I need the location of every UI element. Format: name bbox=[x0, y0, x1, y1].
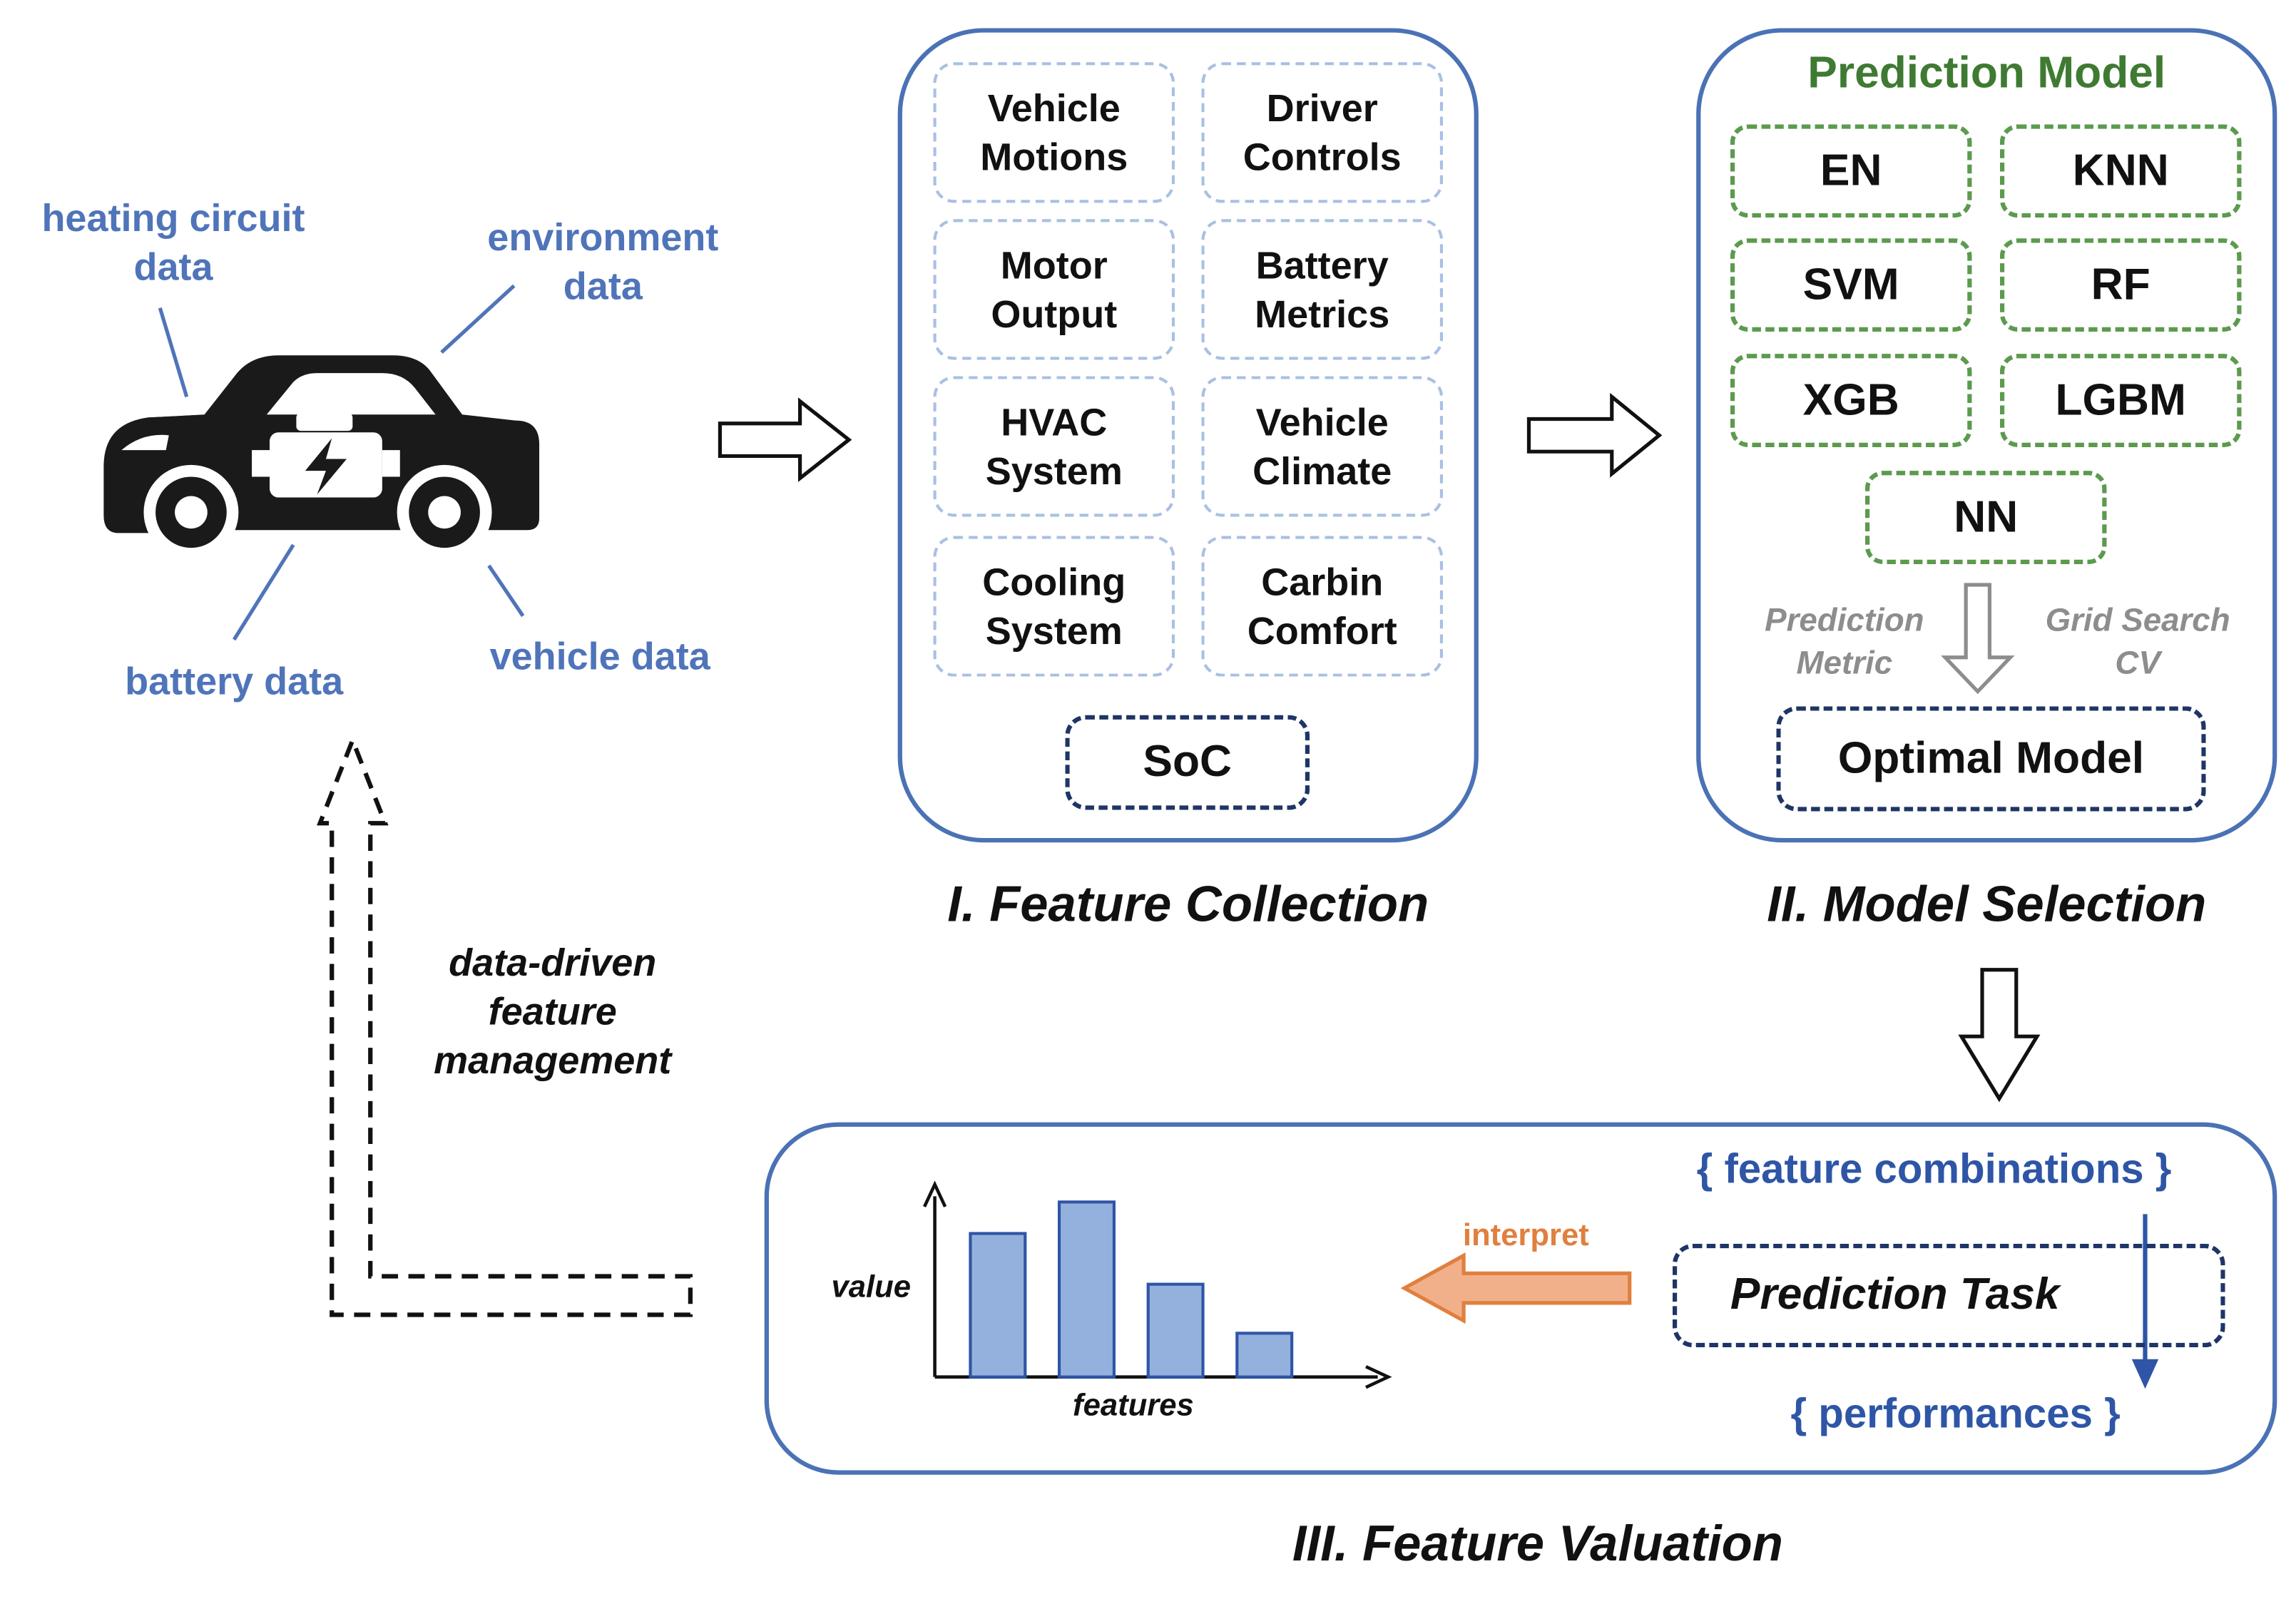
feedback-label: data-driven feature management bbox=[434, 940, 672, 1083]
model-nn: NN bbox=[1864, 471, 2107, 564]
vehicle-data-label: vehicle data bbox=[489, 633, 710, 678]
model-lgbm: LGBM bbox=[1999, 354, 2242, 447]
model-selection-caption: II. Model Selection bbox=[1767, 876, 2207, 933]
feature-valuation-panel bbox=[764, 1122, 2277, 1475]
target-soc-box: SoC bbox=[1065, 715, 1310, 810]
battery-connector-line bbox=[232, 543, 295, 641]
optimal-model-box: Optimal Model bbox=[1776, 706, 2206, 812]
model-en: EN bbox=[1730, 124, 1972, 218]
arrow-to-feature-valuation bbox=[1958, 968, 2041, 1103]
chart-bar-3 bbox=[1146, 1282, 1205, 1379]
prediction-task-box: Prediction Task bbox=[1672, 1243, 2225, 1348]
vehicle-connector-line bbox=[487, 564, 525, 618]
performance-arrow-head bbox=[2131, 1359, 2159, 1389]
feature-collection-panel bbox=[897, 28, 1479, 843]
prediction-metric-note: Prediction Metric bbox=[1765, 601, 1924, 681]
chart-bars bbox=[969, 1200, 1294, 1379]
model-selection-panel bbox=[1696, 28, 2277, 843]
chart-x-axis-arrowhead bbox=[1365, 1365, 1392, 1389]
heating-circuit-label: heating circuit data bbox=[41, 195, 305, 289]
interpret-label: interpret bbox=[1462, 1218, 1589, 1253]
heating-connector-line bbox=[158, 307, 189, 398]
environment-label: environment data bbox=[487, 215, 719, 308]
prediction-model-title: Prediction Model bbox=[1807, 48, 2166, 98]
arrow-to-model-selection bbox=[1526, 392, 1663, 478]
chart-bar-2 bbox=[1057, 1200, 1116, 1379]
feature-combinations-label: { feature combinations } bbox=[1696, 1145, 2172, 1192]
grid-search-note: Grid Search CV bbox=[2045, 601, 2230, 681]
chart-bar-4 bbox=[1235, 1332, 1294, 1379]
model-knn: KNN bbox=[1999, 124, 2242, 218]
performances-label: { performances } bbox=[1790, 1390, 2121, 1436]
electric-car-icon bbox=[103, 355, 540, 560]
arrow-to-feature-collection bbox=[718, 397, 852, 482]
feature-collection-caption: I. Feature Collection bbox=[947, 876, 1429, 933]
chart-bar-1 bbox=[969, 1232, 1027, 1379]
environment-connector-line bbox=[440, 284, 516, 354]
chart-y-axis-arrowhead bbox=[922, 1180, 947, 1207]
battery-data-label: battery data bbox=[125, 658, 344, 704]
interpret-arrow bbox=[1400, 1252, 1632, 1324]
feedback-dashed-arrow bbox=[317, 734, 693, 1317]
model-rf: RF bbox=[1999, 238, 2242, 332]
chart-y-label: value bbox=[831, 1270, 912, 1304]
feature-valuation-caption: III. Feature Valuation bbox=[1292, 1516, 1783, 1573]
chart-x-label: features bbox=[1073, 1389, 1194, 1424]
model-svm: SVM bbox=[1730, 238, 1972, 332]
model-xgb: XGB bbox=[1730, 354, 1972, 447]
grid-search-down-arrow bbox=[1941, 583, 2015, 695]
